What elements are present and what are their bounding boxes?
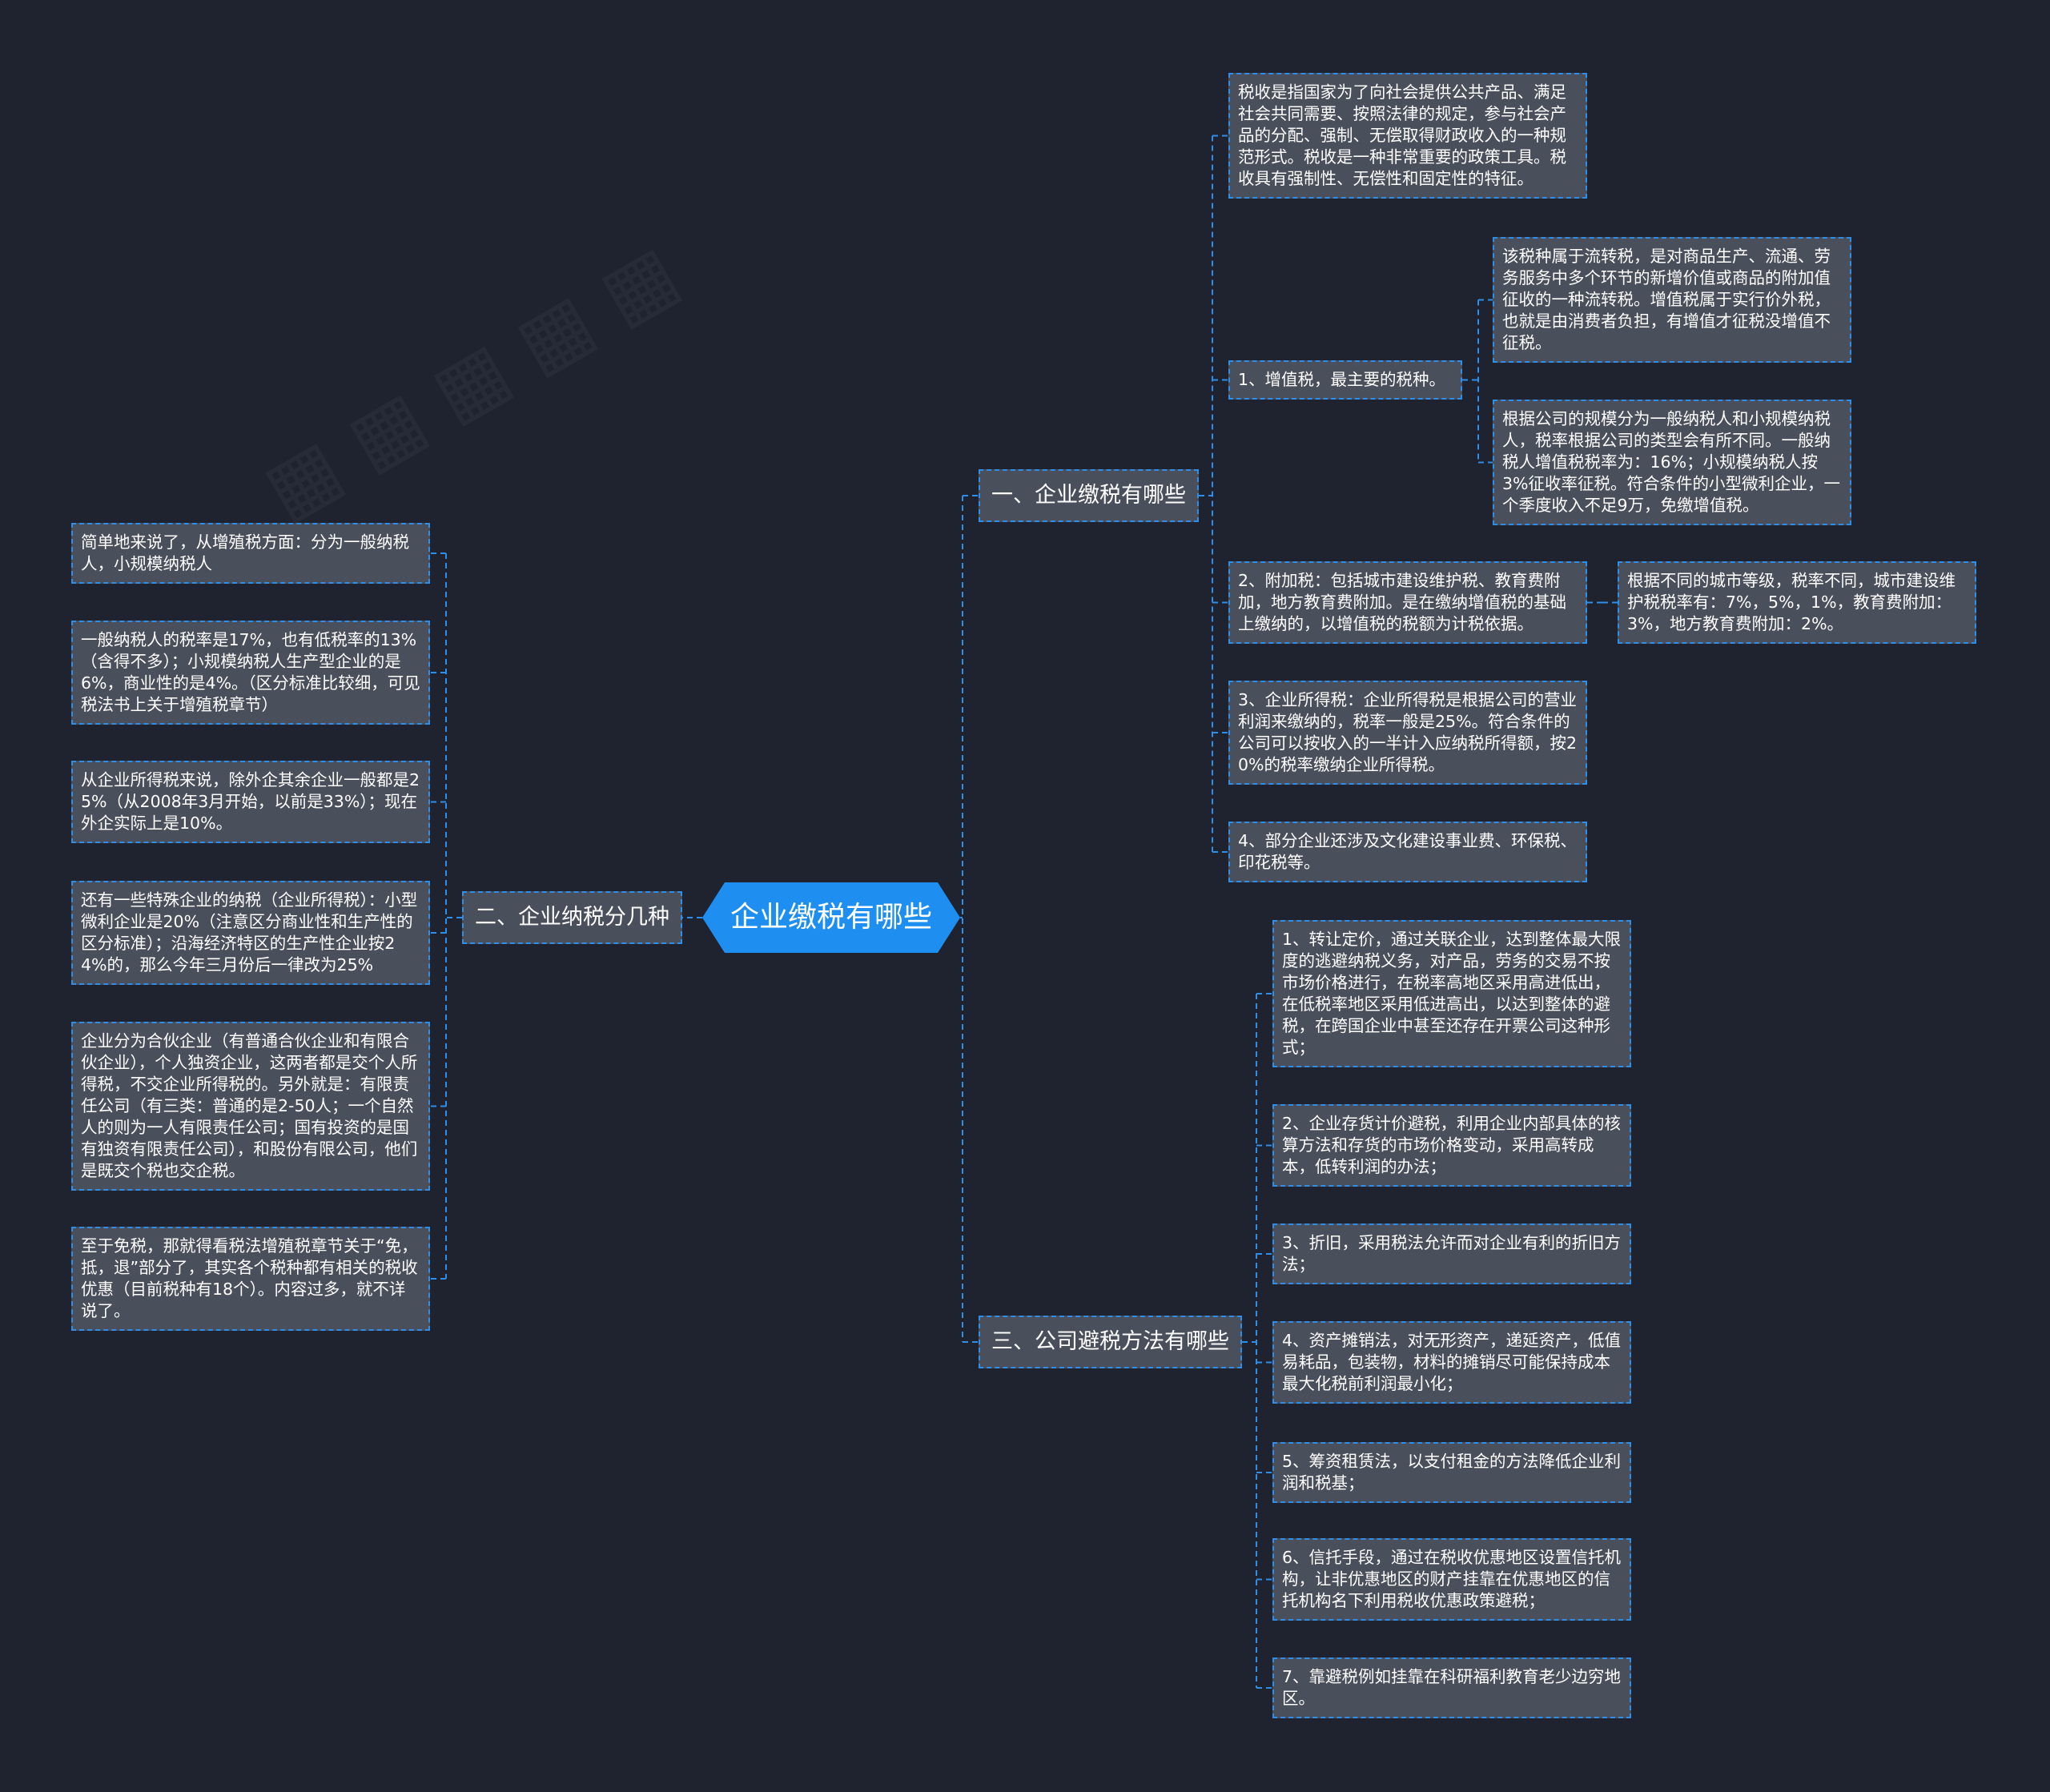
leaf-avoidance-1[interactable]: 1、转让定价，通过关联企业，达到整体最大限度的逃避纳税义务，对产品，劳务的交易不…: [1272, 920, 1631, 1067]
leaf-tax-type-3[interactable]: 从企业所得税来说，除外企其余企业一般都是25%（从2008年3月开始，以前是33…: [71, 761, 430, 843]
leaf-vat[interactable]: 1、增值税，最主要的税种。: [1228, 360, 1462, 400]
root-title: 企业缴税有哪些: [730, 901, 932, 934]
branch-node-taxes[interactable]: 一、企业缴税有哪些: [979, 469, 1199, 522]
leaf-avoidance-3[interactable]: 3、折旧，采用税法允许而对企业有利的折旧方法；: [1272, 1223, 1631, 1284]
root-node[interactable]: 企业缴税有哪些: [702, 882, 960, 953]
leaf-other-fees[interactable]: 4、部分企业还涉及文化建设事业费、环保税、印花税等。: [1228, 822, 1587, 882]
leaf-avoidance-5[interactable]: 5、筹资租赁法，以支付租金的方法降低企业利润和税基；: [1272, 1442, 1631, 1503]
leaf-avoidance-2[interactable]: 2、企业存货计价避税，利用企业内部具体的核算方法和存货的市场价格变动，采用高转成…: [1272, 1104, 1631, 1187]
leaf-surtax[interactable]: 2、附加税：包括城市建设维护税、教育费附加，地方教育费附加。是在缴纳增值税的基础…: [1228, 561, 1587, 644]
leaf-tax-type-4[interactable]: 还有一些特殊企业的纳税（企业所得税）：小型微利企业是20%（注意区分商业性和生产…: [71, 881, 430, 985]
leaf-avoidance-6[interactable]: 6、信托手段，通过在税收优惠地区设置信托机构，让非优惠地区的财产挂靠在优惠地区的…: [1272, 1538, 1631, 1621]
leaf-tax-definition[interactable]: 税收是指国家为了向社会提供公共产品、满足社会共同需要、按照法律的规定，参与社会产…: [1228, 73, 1587, 199]
branch-node-tax-types[interactable]: 二、企业纳税分几种: [462, 891, 682, 944]
leaf-vat-note-1[interactable]: 该税种属于流转税，是对商品生产、流通、劳务服务中多个环节的新增价值或商品的附加值…: [1493, 237, 1851, 363]
leaf-tax-type-2[interactable]: 一般纳税人的税率是17%，也有低税率的13%（含得不多）；小规模纳税人生产型企业…: [71, 621, 430, 725]
root-left-cap: [702, 882, 725, 953]
leaf-vat-note-2[interactable]: 根据公司的规模分为一般纳税人和小规模纳税人，税率根据公司的类型会有所不同。一般纳…: [1493, 400, 1851, 525]
branch-node-avoidance[interactable]: 三、公司避税方法有哪些: [979, 1316, 1242, 1368]
leaf-corporate-income-tax[interactable]: 3、企业所得税：企业所得税是根据公司的营业利润来缴纳的，税率一般是25%。符合条…: [1228, 681, 1587, 785]
leaf-avoidance-4[interactable]: 4、资产摊销法，对无形资产，递延资产，低值易耗品，包装物，材料的摊销尽可能保持成…: [1272, 1321, 1631, 1404]
root-right-cap: [938, 882, 960, 953]
leaf-tax-type-5[interactable]: 企业分为合伙企业（有普通合伙企业和有限合伙企业），个人独资企业，这两者都是交个人…: [71, 1022, 430, 1191]
leaf-tax-type-6[interactable]: 至于免税，那就得看税法增殖税章节关于“免，抵，退”部分了，其实各个税种都有相关的…: [71, 1227, 430, 1331]
leaf-tax-type-1[interactable]: 简单地来说了，从增殖税方面：分为一般纳税人，小规模纳税人: [71, 523, 430, 584]
leaf-avoidance-7[interactable]: 7、靠避税例如挂靠在科研福利教育老少边穷地区。: [1272, 1657, 1631, 1718]
leaf-surtax-note[interactable]: 根据不同的城市等级，税率不同，城市建设维护税税率有：7%，5%，1%，教育费附加…: [1618, 561, 1976, 644]
